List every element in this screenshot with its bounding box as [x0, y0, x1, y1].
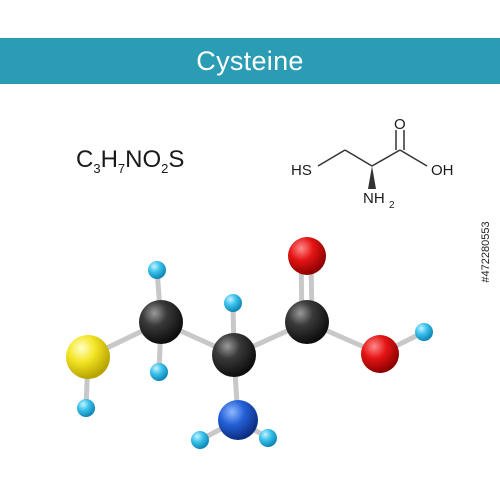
carbon-atom-2-alpha: [212, 333, 256, 377]
hydrogen-atom-amine-left: [191, 431, 209, 449]
hydrogen-atom-c2: [224, 294, 242, 312]
formula-h: H: [100, 146, 118, 173]
molecular-formula: C3H7NO2S: [76, 146, 184, 176]
page-title: Cysteine: [196, 45, 304, 76]
hydrogen-atom-hydroxyl: [415, 323, 433, 341]
hydrogen-atom-sulfur: [77, 399, 95, 417]
title-banner: Cysteine: [0, 38, 500, 84]
carbon-atom-3-carboxyl: [285, 300, 329, 344]
oxygen-atom-carbonyl: [288, 237, 326, 275]
sulfur-atom: [66, 335, 110, 379]
formula-c-count: 3: [93, 161, 101, 176]
oxygen-atom-hydroxyl: [361, 335, 399, 373]
hydrogen-atom-c1-bottom: [150, 363, 168, 381]
hydrogen-atom-c1-top: [148, 261, 166, 279]
carbon-atom-1: [139, 300, 183, 344]
wedge-bond: [368, 166, 376, 189]
hydrogen-atom-amine-right: [259, 429, 277, 447]
formula-s: S: [168, 146, 185, 173]
formula-no: NO: [125, 146, 162, 173]
structure-label-nh: NH: [363, 190, 385, 207]
skeletal-bonds: [317, 130, 428, 167]
formula-h-count: 7: [117, 161, 126, 176]
structure-label-nh-sub: 2: [389, 200, 395, 211]
structure-label-oh: OH: [431, 162, 454, 179]
formula-c: C: [76, 146, 94, 173]
structure-label-o: O: [394, 116, 406, 133]
structure-label-hs: HS: [291, 162, 312, 179]
stock-id-label: #472280553: [480, 221, 492, 283]
formula-o-count: 2: [161, 161, 169, 176]
nitrogen-atom: [218, 400, 258, 440]
